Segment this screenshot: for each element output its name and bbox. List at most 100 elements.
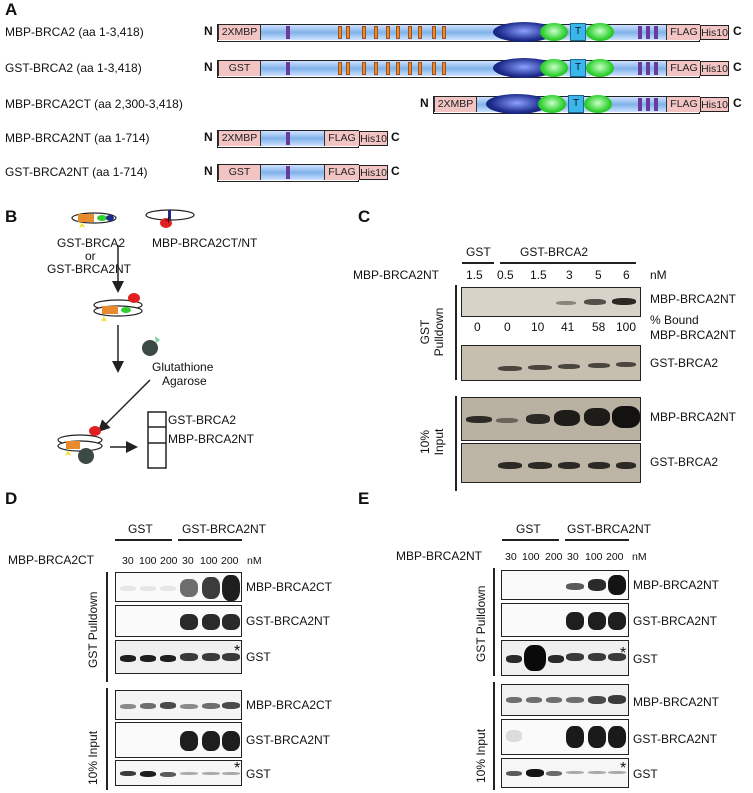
- label-gst-pulldown-d: GST Pulldown: [86, 591, 100, 668]
- label-gst-pulldown-e: GST Pulldown: [474, 585, 488, 662]
- row-label-e: MBP-BRCA2NT: [396, 549, 483, 563]
- blot-label-e5: GST-BRCA2NT: [633, 732, 718, 746]
- bound-value: 10: [531, 320, 545, 334]
- conc: 200: [160, 555, 178, 567]
- gel-band-label-gst-brca2: GST-BRCA2: [168, 413, 237, 427]
- blot-e-1: [501, 570, 629, 600]
- blot-c-pulldown-gst: [461, 345, 641, 381]
- blot-d-6: [115, 760, 242, 786]
- pulldown-schematic: [57, 209, 195, 469]
- tag-2xmbp: 2XMBP: [218, 131, 261, 146]
- asterisk: *: [234, 643, 241, 660]
- panel-letter-a: A: [5, 0, 18, 19]
- panel-letter-e: E: [358, 489, 370, 508]
- c-terminus: C: [733, 96, 742, 110]
- blot-label-c4: GST-BRCA2: [650, 455, 719, 469]
- row-label-d: MBP-BRCA2CT: [8, 553, 95, 567]
- c-terminus: C: [391, 164, 400, 178]
- tag-his10: His10: [700, 61, 729, 76]
- conc: 100: [139, 555, 157, 567]
- bound-label-1: % Bound: [650, 313, 699, 327]
- tag-flag: FLAG: [324, 165, 360, 180]
- bound-complex-cartoon: [57, 426, 103, 464]
- gel-band-label-mbp-brca2nt: MBP-BRCA2NT: [168, 432, 255, 446]
- blot-d-2: [115, 605, 242, 637]
- unit: nM: [247, 555, 262, 567]
- label-or: or: [85, 249, 96, 263]
- construct-bar-mbp-brca2ct: 2XMBP T FLAG: [433, 94, 702, 114]
- bound-value: 58: [592, 320, 606, 334]
- conc: 100: [585, 551, 603, 563]
- tag-2xmbp: 2XMBP: [434, 97, 477, 112]
- tag-gst: GST: [218, 61, 261, 76]
- label-glutathione: Glutathione: [152, 360, 214, 374]
- blot-label-d6: GST: [246, 767, 271, 781]
- blot-e-2: [501, 603, 629, 637]
- tag-flag: FLAG: [666, 61, 702, 76]
- asterisk: *: [620, 760, 627, 777]
- label-gst-brca2: GST-BRCA2: [57, 236, 126, 250]
- tag-flag: FLAG: [324, 131, 360, 146]
- gst-brca2-cartoon: [71, 212, 117, 228]
- blot-d-3: [115, 640, 242, 674]
- conc-5: 5: [595, 268, 602, 282]
- blot-label-e6: GST: [633, 767, 658, 781]
- construct-label: GST-BRCA2 (aa 1-3,418): [5, 61, 142, 75]
- bound-value: 41: [561, 320, 575, 334]
- n-terminus: N: [420, 96, 429, 110]
- conc: 200: [606, 551, 624, 563]
- construct-label: MBP-BRCA2CT (aa 2,300-3,418): [5, 97, 183, 111]
- blot-label-c3: MBP-BRCA2NT: [650, 410, 737, 424]
- tag-gst: GST: [218, 165, 261, 180]
- construct-bar-mbp-brca2: 2XMBP T FLAG: [217, 22, 702, 42]
- conc: 30: [567, 551, 579, 563]
- blot-label-d1: MBP-BRCA2CT: [246, 580, 333, 594]
- n-terminus: N: [204, 60, 213, 74]
- group-label-gst-e: GST: [516, 522, 541, 536]
- n-terminus: N: [204, 164, 213, 178]
- label-input-d: 10% Input: [86, 730, 100, 785]
- label-agarose: Agarose: [162, 374, 207, 388]
- c-terminus: C: [733, 60, 742, 74]
- blot-c-input-gst: [461, 443, 641, 483]
- bound-value: 0: [474, 320, 481, 334]
- asterisk: *: [620, 645, 627, 662]
- tag-2xmbp: 2XMBP: [218, 25, 261, 40]
- conc: 30: [505, 551, 517, 563]
- group-label-nt-d: GST-BRCA2NT: [182, 522, 267, 536]
- tag-his10: His10: [700, 97, 729, 112]
- tower-domain: T: [570, 23, 586, 41]
- conc: 100: [522, 551, 540, 563]
- blot-d-1: [115, 572, 242, 602]
- construct-bar-gst-brca2nt: GST FLAG: [217, 164, 360, 182]
- n-terminus: N: [204, 130, 213, 144]
- label-gst-brca2nt: GST-BRCA2NT: [47, 262, 132, 276]
- row-label-mbp-brca2nt: MBP-BRCA2NT: [353, 268, 440, 282]
- conc-2: 0.5: [497, 268, 514, 282]
- bound-value: 100: [616, 320, 637, 334]
- blot-label-d3: GST: [246, 650, 271, 664]
- c-terminus: C: [391, 130, 400, 144]
- panel-letter-b: B: [5, 207, 18, 226]
- dna-binding-domain: [493, 22, 555, 42]
- group-label-gst: GST: [466, 245, 491, 259]
- blot-c-input-mbp: [461, 397, 641, 441]
- label-mbp-brca2ct-nt: MBP-BRCA2CT/NT: [152, 236, 258, 250]
- blot-label-c2: GST-BRCA2: [650, 356, 719, 370]
- conc-6: 6: [623, 268, 630, 282]
- blot-label-d5: GST-BRCA2NT: [246, 733, 331, 747]
- bound-label-2: MBP-BRCA2NT: [650, 328, 737, 342]
- conc: 200: [545, 551, 563, 563]
- blot-e-6: [501, 758, 629, 788]
- bound-value: 0: [504, 320, 511, 334]
- tag-his10: His10: [700, 25, 729, 40]
- conc: 100: [200, 555, 218, 567]
- construct-label: MBP-BRCA2 (aa 1-3,418): [5, 25, 144, 39]
- blot-e-4: [501, 684, 629, 716]
- unit: nM: [632, 551, 647, 563]
- unit-nm: nM: [650, 268, 667, 282]
- panel-letter-d: D: [5, 489, 18, 508]
- blot-e-5: [501, 719, 629, 755]
- blot-label-c1: MBP-BRCA2NT: [650, 292, 737, 306]
